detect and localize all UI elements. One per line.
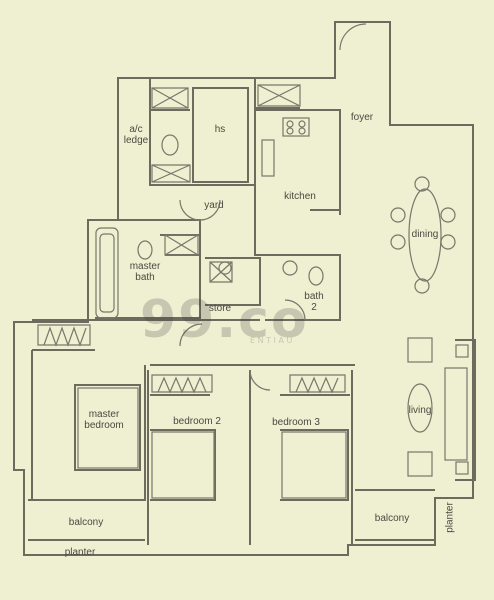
room-label-planter-right: planter [444, 502, 456, 533]
room-label-master-bath: master bath [129, 261, 161, 283]
room-label-foyer: foyer [350, 112, 374, 123]
watermark-logo: 99.co [140, 290, 309, 350]
master-bed [77, 387, 139, 469]
bedroom2-walls [147, 370, 216, 545]
outer-wall [13, 21, 474, 556]
sofa [444, 367, 468, 461]
service-block-walls [149, 78, 300, 186]
room-label-living: living [408, 405, 432, 416]
kitchen-walls [254, 109, 341, 256]
toilet-ac [161, 134, 179, 156]
armchair-bottom [407, 451, 433, 477]
room-label-bedroom2: bedroom 2 [173, 416, 221, 427]
dining-table [408, 188, 442, 282]
toilet-bath2 [308, 266, 324, 286]
armchair-top [407, 337, 433, 363]
living-windows [455, 339, 476, 481]
room-label-bedroom3: bedroom 3 [272, 417, 320, 428]
kitchen-sink [261, 139, 275, 177]
bathtub [95, 227, 119, 319]
room-label-planter-bottom: planter [64, 547, 96, 558]
room-label-balcony-right: balcony [374, 513, 410, 524]
corridor-walls [32, 319, 355, 366]
bed3 [281, 431, 347, 499]
watermark-subtext: E N T I A U [250, 336, 293, 345]
room-label-bath2: bath 2 [304, 291, 324, 313]
room-label-kitchen: kitchen [284, 191, 316, 202]
room-label-dining: dining [411, 229, 439, 240]
room-label-store: store [208, 303, 232, 314]
balcony-walls [28, 489, 435, 541]
toilet-master [137, 240, 153, 260]
room-label-ac-ledge: a/c ledge [123, 124, 149, 146]
bed2 [151, 431, 215, 499]
room-label-balcony-left: balcony [68, 517, 104, 528]
room-label-master-bedroom: master bedroom [84, 409, 124, 431]
room-label-yard: yard [204, 200, 224, 211]
wardrobe-master [37, 324, 91, 347]
wardrobe-bedroom3 [289, 374, 346, 394]
room-label-hs: hs [214, 124, 226, 135]
coffee-table [407, 383, 433, 433]
stove [282, 117, 310, 137]
bedroom3-walls [249, 370, 353, 545]
wardrobe-bedroom2 [151, 374, 213, 394]
